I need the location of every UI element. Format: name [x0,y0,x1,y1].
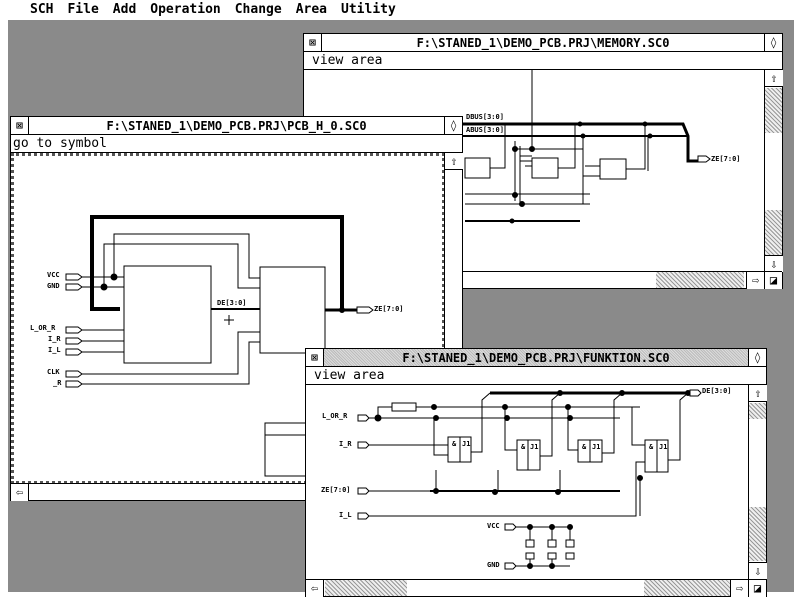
full-box-icon[interactable]: ◊ [444,117,462,134]
scroll-track[interactable] [749,507,766,561]
window-funktion: ⊠ F:\STANED_1\DEMO_PCB.PRJ\FUNKTION.SC0 … [305,348,767,597]
funktion-schematic: L_OR_R I_R ZE[7:0] I_L VCC GND DE[3:0] &… [321,387,732,570]
label-gnd: GND [487,561,500,569]
label-i-r: I_R [48,335,61,343]
horizontal-scrollbar[interactable]: ⇦ ⇨ ◪ [306,579,766,597]
label-ze: ZE[7:0] [711,155,741,163]
scroll-track[interactable] [656,272,744,288]
label-vcc: VCC [487,522,500,530]
full-box-icon[interactable]: ◊ [748,349,766,366]
label-l-or-r: L_OR_R [30,324,56,332]
menu-add[interactable]: Add [112,2,137,17]
menu-file[interactable]: File [67,2,99,17]
schematic-canvas[interactable]: L_OR_R I_R ZE[7:0] I_L VCC GND DE[3:0] &… [306,385,748,579]
window-title: F:\STANED_1\DEMO_PCB.PRJ\FUNKTION.SC0 [402,351,670,365]
gate-ff-label: J1 [530,443,538,451]
gate-ff-label: J1 [592,443,600,451]
arrow-up-icon[interactable]: ⇧ [765,70,783,87]
memory-schematic: DBUS[3:0] ABUS[3:0] ZE[7:0] [455,70,741,224]
menu-area[interactable]: Area [295,2,328,17]
menu-utility[interactable]: Utility [341,2,396,17]
gate-ff-label: J1 [659,443,667,451]
command-line: view area [306,367,766,385]
title-bar[interactable]: ⊠ F:\STANED_1\DEMO_PCB.PRJ\MEMORY.SC0 ◊ [304,34,782,52]
close-box-icon[interactable]: ⊠ [304,34,322,51]
arrow-down-icon[interactable]: ⇩ [765,255,783,272]
gate-ff-label: J1 [462,440,470,448]
gate-and-label: & [452,440,457,448]
size-box-icon[interactable]: ◪ [764,272,782,289]
label-clk: CLK [47,368,60,376]
vertical-scrollbar[interactable]: ⇧ ⇩ [764,70,783,272]
label-ze: ZE[7:0] [321,486,351,494]
label-de: DE[3:0] [702,387,732,395]
gate-and-label: & [521,443,526,451]
menu-operation[interactable]: Operation [150,2,221,17]
title-bar[interactable]: ⊠ F:\STANED_1\DEMO_PCB.PRJ\FUNKTION.SC0 … [306,349,766,367]
close-box-icon[interactable]: ⊠ [11,117,29,134]
gate-and-label: & [649,443,654,451]
label-ze: ZE[7:0] [374,305,404,313]
pcb-schematic: VCC GND L_OR_R I_R I_L CLK _R DE[3:0] ZE… [30,215,404,477]
menu-bar: SCH File Add Operation Change Area Utili… [0,0,800,20]
menu-sch[interactable]: SCH [30,2,54,17]
arrow-up-icon[interactable]: ⇧ [749,385,767,402]
gate-and-label: & [582,443,587,451]
label-dbus: DBUS[3:0] [466,113,504,121]
scroll-track[interactable] [749,403,766,419]
label-i-l: I_L [339,511,352,519]
arrow-left-icon[interactable]: ⇦ [306,580,324,597]
arrow-down-icon[interactable]: ⇩ [749,562,767,579]
command-line: view area [304,52,782,70]
size-box-icon[interactable]: ◪ [748,580,766,597]
arrow-left-icon[interactable]: ⇦ [11,484,29,501]
label-i-l: I_L [48,346,61,354]
arrow-right-icon[interactable]: ⇨ [746,272,764,289]
scroll-track[interactable] [325,580,407,596]
title-bar[interactable]: ⊠ F:\STANED_1\DEMO_PCB.PRJ\PCB_H_0.SC0 ◊ [11,117,462,135]
window-title: F:\STANED_1\DEMO_PCB.PRJ\MEMORY.SC0 [416,36,670,50]
scroll-track[interactable] [765,88,782,133]
label-de: DE[3:0] [217,299,247,307]
label-r: _R [53,379,62,387]
label-l-or-r: L_OR_R [322,412,348,420]
window-title: F:\STANED_1\DEMO_PCB.PRJ\PCB_H_0.SC0 [106,119,367,133]
arrow-up-icon[interactable]: ⇧ [445,153,463,170]
arrow-right-icon[interactable]: ⇨ [730,580,748,597]
schematic-canvas[interactable]: VCC GND L_OR_R I_R I_L CLK _R DE[3:0] ZE… [11,153,445,484]
vertical-scrollbar[interactable]: ⇧ ⇩ [748,385,767,579]
full-box-icon[interactable]: ◊ [764,34,782,51]
scroll-track[interactable] [765,210,782,255]
label-i-r: I_R [339,440,352,448]
label-abus: ABUS[3:0] [466,126,504,134]
label-gnd: GND [47,282,60,290]
scroll-track[interactable] [644,580,730,596]
menu-change[interactable]: Change [234,2,282,17]
command-line: go to symbol [11,135,462,153]
close-box-icon[interactable]: ⊠ [306,349,324,366]
label-vcc: VCC [47,271,60,279]
